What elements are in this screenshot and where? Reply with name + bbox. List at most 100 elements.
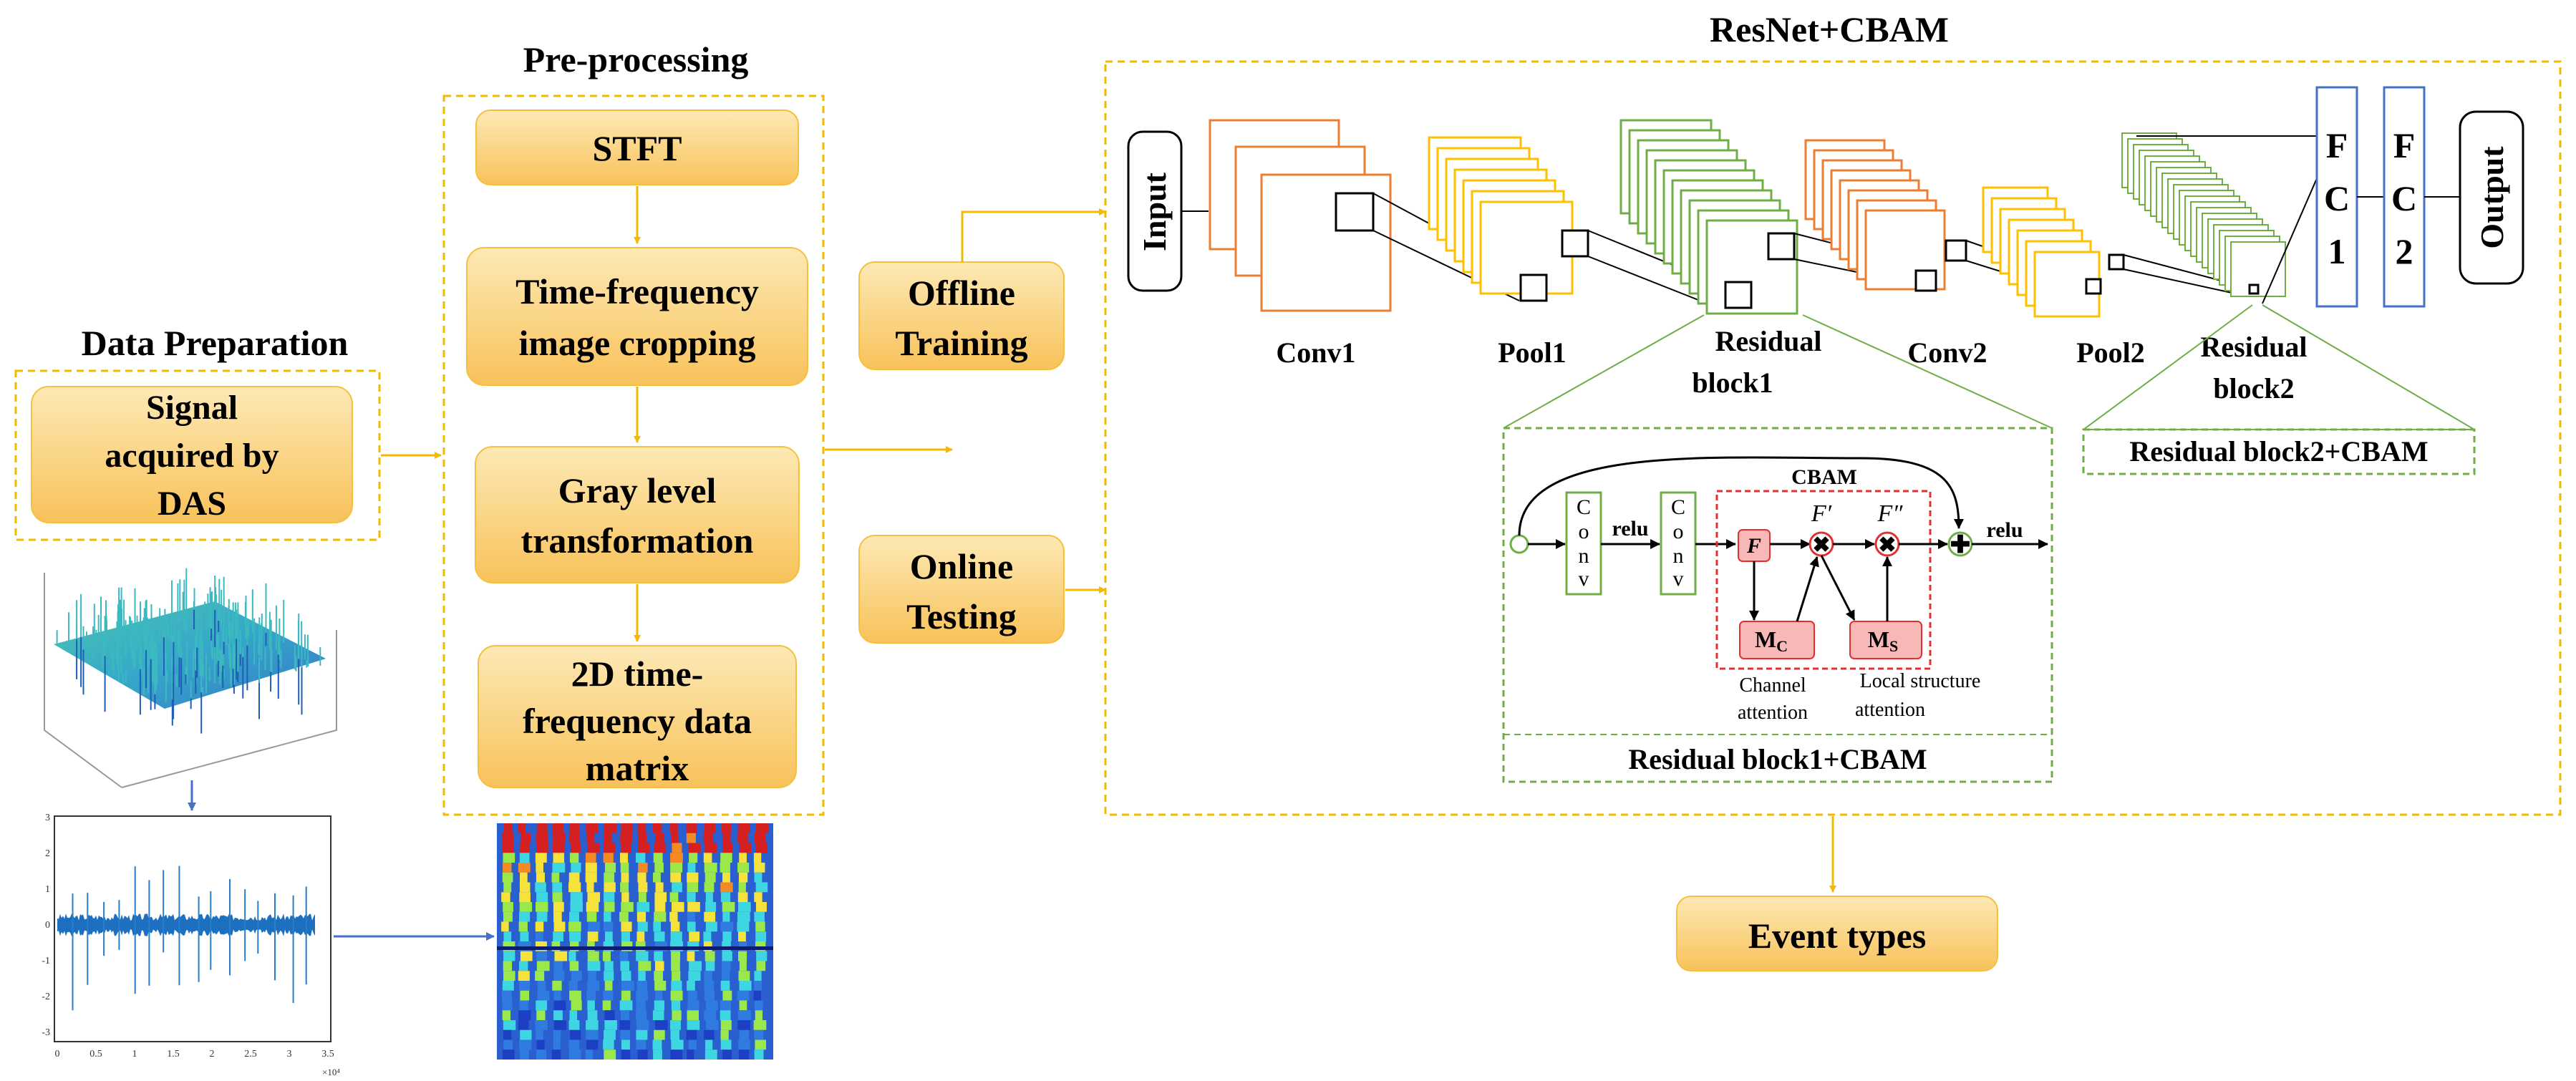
online-line1: Online xyxy=(910,546,1013,586)
fc2-letter1: F xyxy=(2393,125,2416,165)
residual-block1-stack xyxy=(1619,119,1798,315)
spectrogram-cell xyxy=(686,833,696,843)
feature-f-label: F xyxy=(1746,534,1761,558)
spectrogram-cell xyxy=(587,892,601,902)
res1-cbam-caption: Residual block1+CBAM xyxy=(1628,743,1927,775)
spectrogram-cell xyxy=(670,921,680,932)
spectrogram-cell xyxy=(652,823,662,833)
step-matrix-line2: frequency data xyxy=(523,701,752,741)
spectrogram-cell xyxy=(553,911,562,922)
conv2-kernel xyxy=(1945,239,1967,262)
res2-to-fc1-line-b xyxy=(2262,171,2320,304)
spectrogram-cell xyxy=(604,833,612,843)
spectrogram-cell xyxy=(568,981,578,991)
spectrogram-cell xyxy=(520,843,530,853)
conv-a-letter3: n xyxy=(1579,544,1589,568)
spectrogram-cell xyxy=(737,931,746,941)
step-matrix-box xyxy=(478,645,797,788)
res2-zoom-line-a xyxy=(2083,304,2253,430)
spectrogram-cell xyxy=(619,1000,633,1011)
spectrogram-cell xyxy=(604,1029,616,1040)
res1-cbam-frame xyxy=(1502,427,2053,783)
spectrogram-cell xyxy=(738,1039,750,1050)
pool1-stack xyxy=(1428,136,1574,295)
spectrogram-cell xyxy=(705,1020,719,1030)
spectrogram-cell xyxy=(703,931,712,941)
spectrogram-cell xyxy=(518,863,531,873)
spectrogram-cell xyxy=(587,1010,598,1020)
skip-connection xyxy=(1518,456,1964,536)
spectrogram-cell xyxy=(502,872,513,883)
spectrogram-cell xyxy=(636,990,648,1001)
spectrogram-cell xyxy=(586,1029,599,1040)
spectrogram-cell xyxy=(503,823,513,833)
spectrogram-cell xyxy=(638,971,646,981)
spectrogram-cell xyxy=(671,1000,681,1011)
waveform-x-tick: 1 xyxy=(132,1049,137,1060)
spectrogram-cell xyxy=(703,853,712,863)
pool1-window xyxy=(1519,273,1548,302)
conv1-label: Conv1 xyxy=(1276,336,1355,369)
relu-label-1: relu xyxy=(1612,517,1648,540)
spectrogram-cell xyxy=(755,843,768,853)
spectrogram-cell xyxy=(721,961,731,971)
spectrogram-cell xyxy=(687,872,699,883)
spectrogram-cell xyxy=(571,863,581,873)
spectrogram-cell xyxy=(704,971,712,981)
pool2-window xyxy=(2085,278,2102,295)
spectrogram-cell xyxy=(551,941,561,951)
spectrogram-cell xyxy=(720,863,730,873)
spectrogram-cell xyxy=(655,1020,668,1030)
spectrogram-cell xyxy=(756,961,766,971)
spectrogram-cell xyxy=(669,823,678,833)
spectrogram-cell xyxy=(568,872,580,883)
step-gray-line1: Gray level xyxy=(558,470,717,510)
multiply-icon-1: ✖ xyxy=(1812,533,1830,557)
spectrogram-cell xyxy=(537,990,550,1001)
spectrogram-cell xyxy=(568,833,581,843)
waveform-x-tick: 2 xyxy=(210,1049,215,1060)
spectrogram-cell xyxy=(602,1000,611,1011)
res2-zoom-line-b xyxy=(2262,304,2475,430)
spectrogram-cell xyxy=(620,961,629,971)
spectrogram-cell xyxy=(519,1039,532,1050)
spectrogram-cell xyxy=(671,833,679,843)
spectrogram-cell xyxy=(754,911,765,922)
spectrogram-cell xyxy=(502,843,514,853)
spectrogram-cell xyxy=(737,1010,751,1020)
conv-b-letter1: C xyxy=(1671,495,1685,519)
spectrogram-cell xyxy=(636,951,649,961)
spectrogram-cell xyxy=(654,892,667,902)
spectrogram-cell xyxy=(503,853,515,863)
spectrogram-cell xyxy=(689,931,700,941)
spectrogram-cell xyxy=(619,853,629,863)
spectrogram-cell xyxy=(737,902,751,912)
spectrogram-cell xyxy=(738,872,748,883)
spectrogram-cell xyxy=(519,981,531,991)
spectrogram-cell xyxy=(536,1010,546,1020)
waveform-y-tick: -3 xyxy=(42,1027,50,1038)
spectrogram-cell xyxy=(518,971,530,981)
conv-b-letter4: v xyxy=(1673,567,1684,591)
spectrogram-cell xyxy=(535,882,546,893)
spectrogram-cell xyxy=(738,882,746,893)
spectrogram-cell xyxy=(705,892,713,902)
spectrogram-cell xyxy=(519,1000,528,1011)
step-matrix-line1: 2D time- xyxy=(571,654,704,694)
offline-line2: Training xyxy=(895,323,1027,363)
network-title: ResNet+CBAM xyxy=(1710,9,1949,49)
preprocessing-frame xyxy=(442,94,825,816)
spectrogram-cell xyxy=(636,853,646,863)
spectrogram-cell xyxy=(654,1000,664,1011)
spectrogram-cell xyxy=(672,1010,682,1020)
spectrogram-cell xyxy=(602,951,611,961)
conv-a-letter1: C xyxy=(1577,495,1591,519)
conv-a-letter2: o xyxy=(1579,520,1589,543)
fc1-letter1: F xyxy=(2326,125,2348,165)
spectrogram-cell xyxy=(586,823,599,833)
res2-window xyxy=(2248,283,2260,295)
step-cropping-box xyxy=(466,247,808,386)
surface-plot-thumbnail xyxy=(44,568,337,788)
spectrogram-cell xyxy=(553,990,561,1001)
